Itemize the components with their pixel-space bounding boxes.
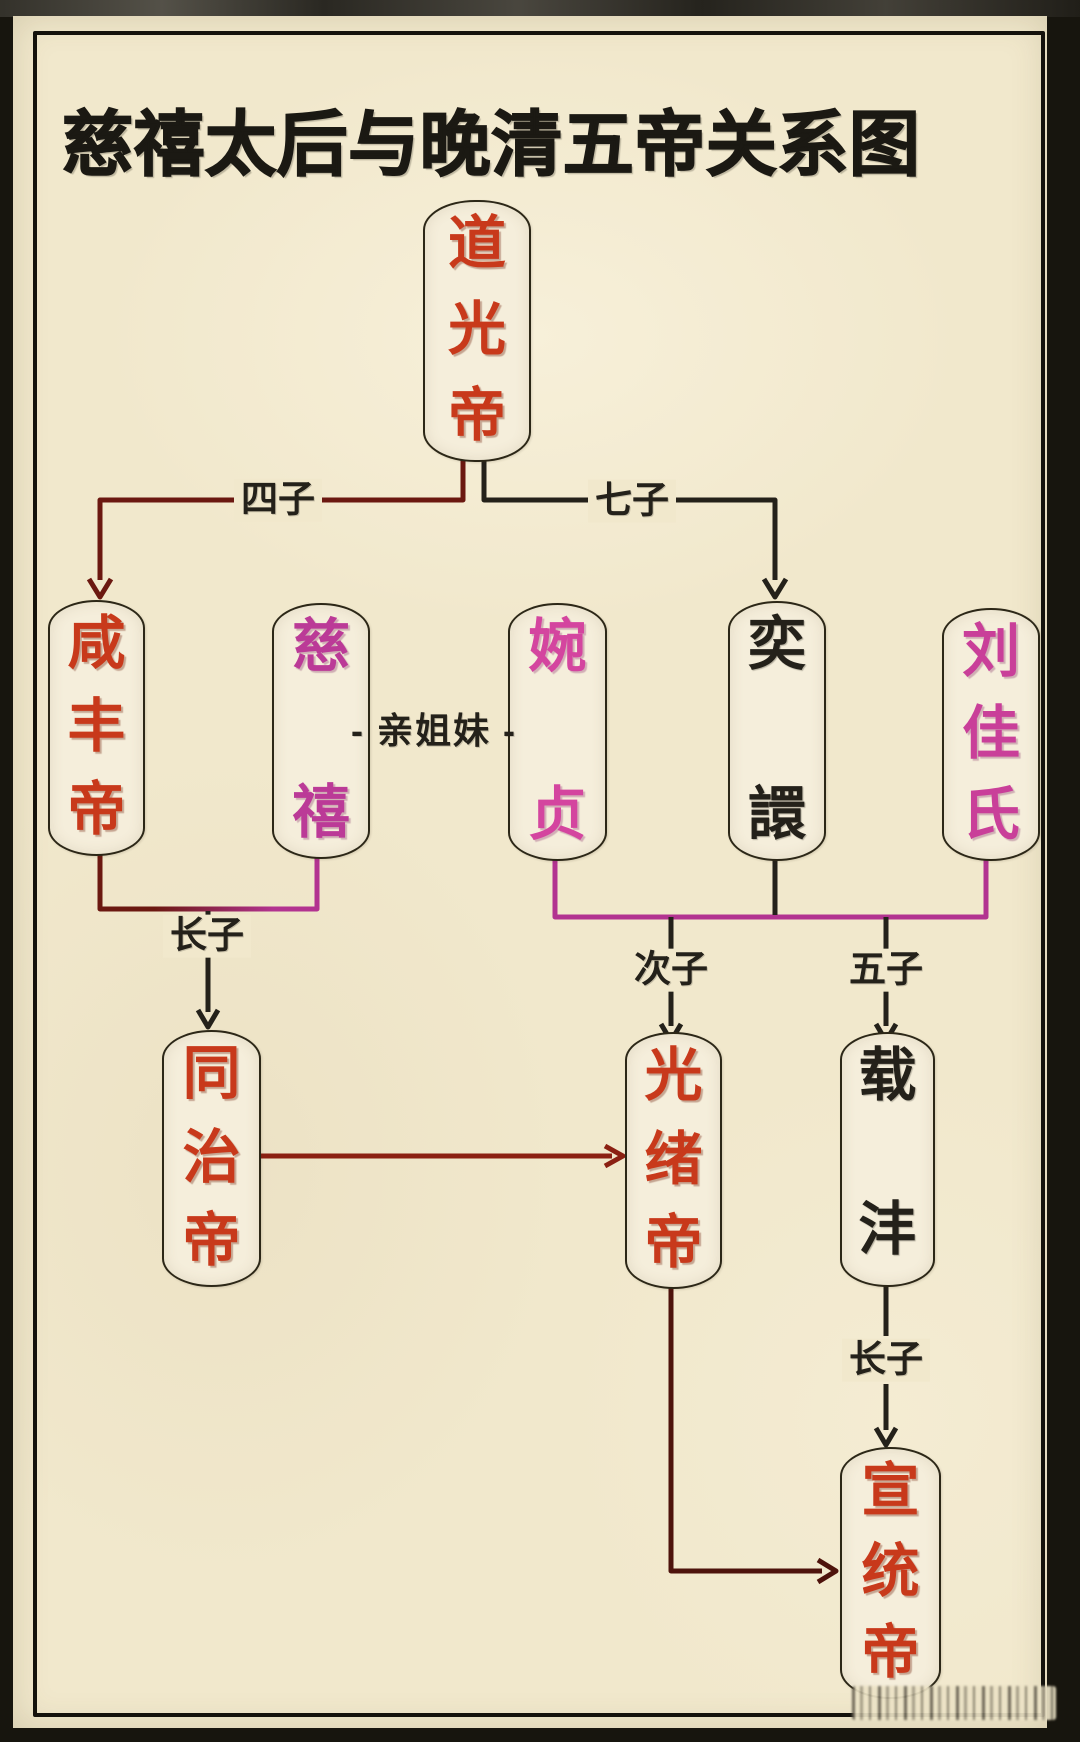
char: 五 [562,107,635,186]
node-zaifeng-label: 载沣 [842,1034,933,1285]
char: 氏 [961,782,1020,847]
node-xuantong: 宣统帝 [840,1447,941,1699]
char: 丰 [67,694,126,759]
inner-border [33,31,1045,1717]
char: 帝 [644,1210,703,1275]
char: 系 [777,107,850,186]
node-wanzhen: 婉贞 [508,603,607,861]
char: 太 [204,107,277,186]
edge-label-eldest-son-right: 长子 [842,1338,930,1382]
char: 譞 [747,782,806,847]
char: 治 [182,1124,241,1190]
node-tongzhi-label: 同治帝 [164,1032,259,1285]
char: 晚 [419,107,492,186]
diagram-title: 慈禧太后与晚清五帝关系图 [61,102,921,192]
node-daoguang: 道光帝 [423,200,531,462]
char: 佳 [961,700,1020,766]
node-liujiashi-label: 刘佳氏 [944,610,1038,859]
edge-daoguang-to-xianfeng [86,452,466,600]
char: 帝 [67,777,126,842]
node-cixi-label: 慈禧 [274,605,368,857]
node-guangxu: 光绪帝 [625,1032,722,1289]
char: 绪 [644,1126,703,1192]
char: 清 [490,107,563,186]
char: 慈 [61,107,134,186]
char: 贞 [528,782,587,847]
char: 慈 [291,614,350,679]
edge-label-sisters: - 亲姐妹 - [351,710,517,752]
node-zaifeng: 载沣 [840,1032,935,1287]
char: 帝 [447,383,506,448]
char: 帝 [633,107,706,186]
char: 统 [861,1539,920,1604]
char: 光 [644,1043,703,1108]
char: 同 [182,1041,241,1106]
char: 宣 [861,1458,920,1523]
char: 沣 [858,1197,917,1262]
edge-label-fourth-son: 四子 [234,478,322,522]
edge-zaifeng-to-xuantong [873,1284,899,1448]
char: 载 [858,1043,917,1108]
char: 咸 [67,611,126,676]
char: 禧 [133,107,206,186]
edge-label-second-son: 次子 [627,948,715,992]
frame-top-texture [0,0,1080,17]
char: 帝 [861,1620,920,1685]
char: 关 [705,107,778,186]
edge-label-seventh-son: 七子 [588,479,676,523]
edge-succession-tongzhi-guangxu [259,1143,626,1169]
edge-to-tongzhi [195,955,221,1030]
node-xianfeng: 咸丰帝 [48,600,145,856]
char: 道 [447,211,506,276]
node-cixi: 慈禧 [272,603,370,859]
node-daoguang-label: 道光帝 [425,202,529,460]
char: 光 [447,297,506,362]
char: 刘 [961,619,1020,684]
edge-couple-xianfeng-cixi [97,852,320,919]
char: 图 [848,107,921,186]
node-xuantong-label: 宣统帝 [842,1449,939,1697]
node-yixuan: 奕譞 [728,601,826,861]
node-xianfeng-label: 咸丰帝 [50,602,143,854]
node-liujiashi: 刘佳氏 [942,608,1040,861]
char: 后 [276,107,349,186]
edge-succession-guangxu-xuantong [668,1286,839,1585]
char: 禧 [291,780,350,845]
char: 与 [347,107,420,186]
edge-label-fifth-son: 五子 [842,948,930,992]
char: 奕 [747,612,806,677]
node-yixuan-label: 奕譞 [730,603,824,859]
edge-daoguang-to-yixuan [481,452,789,600]
paper-page [13,16,1047,1728]
char: 帝 [182,1208,241,1273]
node-wanzhen-label: 婉贞 [510,605,605,859]
node-guangxu-label: 光绪帝 [627,1034,720,1287]
node-tongzhi: 同治帝 [162,1030,261,1287]
watermark-marks [852,1686,1056,1720]
edge-couple-wanzhen-yixuan-liujiashi [552,858,989,920]
char: 婉 [528,614,587,679]
edge-label-eldest-son-left: 长子 [163,914,251,958]
